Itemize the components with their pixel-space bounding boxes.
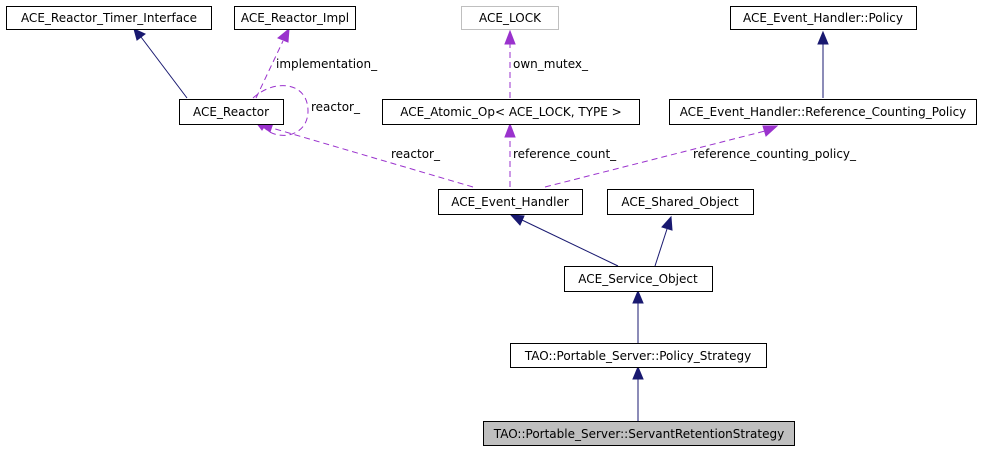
node-ace-lock[interactable]: ACE_LOCK — [461, 6, 559, 30]
node-ace-service-object[interactable]: ACE_Service_Object — [564, 266, 713, 292]
node-tao-policy-strategy[interactable]: TAO::Portable_Server::Policy_Strategy — [510, 343, 767, 368]
edge-policy-strategy-to-service-object — [632, 289, 644, 343]
node-label: ACE_Event_Handler::Reference_Counting_Po… — [680, 105, 967, 119]
node-ace-reactor-timer-interface[interactable]: ACE_Reactor_Timer_Interface — [6, 6, 212, 30]
node-ace-event-handler[interactable]: ACE_Event_Handler — [438, 189, 583, 215]
label-implementation: implementation_ — [276, 57, 378, 71]
node-label: ACE_Service_Object — [578, 272, 698, 286]
node-tao-servant-retention-strategy[interactable]: TAO::Portable_Server::ServantRetentionSt… — [483, 421, 795, 446]
node-ace-shared-object[interactable]: ACE_Shared_Object — [607, 189, 754, 215]
node-label: ACE_Event_Handler — [451, 195, 569, 209]
edge-atomic-own-mutex — [504, 29, 516, 98]
label-reactor-self: reactor_ — [311, 100, 361, 114]
node-label: TAO::Portable_Server::ServantRetentionSt… — [493, 427, 784, 441]
label-reference-count: reference_count_ — [513, 147, 617, 161]
edge-servant-retention-to-policy-strategy — [632, 365, 644, 421]
edge-event-handler-refcount-policy — [544, 125, 779, 188]
edge-event-handler-reference-count — [504, 122, 516, 187]
node-ace-reference-counting-policy[interactable]: ACE_Event_Handler::Reference_Counting_Po… — [669, 99, 977, 125]
node-ace-event-handler-policy[interactable]: ACE_Event_Handler::Policy — [730, 6, 917, 30]
node-label: ACE_Reactor_Timer_Interface — [21, 11, 197, 25]
label-reference-counting-policy: reference_counting_policy_ — [693, 147, 857, 161]
edge-event-handler-reactor — [257, 122, 474, 188]
node-ace-reactor-impl[interactable]: ACE_Reactor_Impl — [234, 6, 356, 30]
edge-reactor-to-timer-interface — [133, 28, 188, 99]
node-label: ACE_LOCK — [479, 11, 542, 25]
edge-refcount-to-policy — [817, 30, 829, 98]
edge-service-object-to-shared-object — [654, 215, 673, 267]
node-label: TAO::Portable_Server::Policy_Strategy — [524, 349, 751, 363]
node-ace-reactor[interactable]: ACE_Reactor — [179, 99, 284, 125]
node-label: ACE_Event_Handler::Policy — [743, 11, 903, 25]
node-label: ACE_Shared_Object — [621, 195, 739, 209]
edge-service-object-to-event-handler — [509, 214, 619, 267]
node-label: ACE_Reactor_Impl — [241, 11, 349, 25]
label-reactor: reactor_ — [391, 147, 441, 161]
node-ace-atomic-op[interactable]: ACE_Atomic_Op< ACE_LOCK, TYPE > — [382, 99, 640, 125]
node-label: ACE_Reactor — [193, 105, 269, 119]
label-own-mutex: own_mutex_ — [513, 57, 589, 71]
edge-reactor-implementation — [255, 27, 290, 99]
node-label: ACE_Atomic_Op< ACE_LOCK, TYPE > — [400, 105, 621, 119]
